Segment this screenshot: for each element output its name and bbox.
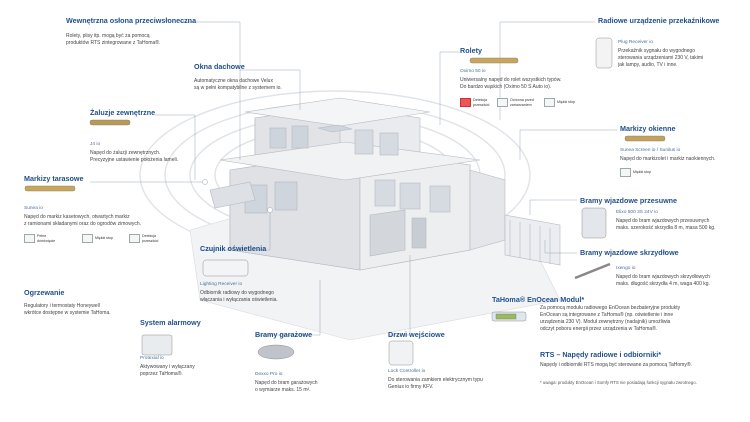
title-bramy-prz: Bramy wjazdowe przesuwne — [580, 196, 678, 205]
desc-zaluzje: Napęd do żaluzji zewnętrznych.Precyzyjne… — [90, 150, 179, 163]
device-thumbnails — [24, 37, 666, 366]
product-radio: Plug Receiver io — [618, 40, 653, 45]
badge-rolety-ochrona: Ochrona przed zamarzaniem — [497, 98, 542, 107]
obstacle-detection-icon — [460, 98, 471, 107]
badge-markizy-okienne-miekki: Miękki stop — [620, 168, 651, 177]
title-okna: Okna dachowe — [194, 62, 245, 71]
desc-rolety: Uniwersalny napęd do rolet wszystkich ty… — [460, 77, 562, 90]
product-markizy-tar: Sunea io — [24, 206, 43, 211]
soft-stop-icon — [82, 234, 93, 243]
title-radio: Radiowe urządzenie przekaźnikowe — [598, 16, 720, 25]
product-garaz: Dexxo Pro io — [255, 372, 283, 377]
badge-rolety-miekki: Miękki stop — [544, 98, 575, 107]
leader-lines — [90, 21, 617, 336]
product-drzwi: Lock Controller io — [388, 369, 426, 374]
product-rolety: Oximo 50 io — [460, 69, 486, 74]
title-rts: RTS – Napędy radiowe i odbiorniki* — [540, 350, 662, 359]
full-closure-icon — [24, 234, 35, 243]
title-markizy-tar: Markizy tarasowe — [24, 174, 84, 183]
desc-enocean: Za pomocą modułu radiowego EnOcean bezba… — [540, 305, 681, 332]
title-markizy-okienne: Markizy okienne — [620, 124, 676, 133]
soft-stop-icon — [544, 98, 555, 107]
desc-markizy-okienne: Napęd do markizolet i markiz naokiennych… — [620, 156, 716, 162]
product-bramy-skrz: Ixengo io — [616, 266, 636, 271]
obstacle-detection-icon — [129, 234, 140, 243]
badge-markizy-tar-pelne: Pełne domknięcie — [24, 234, 61, 243]
title-drzwi: Drzwi wejściowe — [388, 330, 445, 339]
badge-markizy-tar-detekcja: Detekcja przeszkód — [129, 234, 164, 243]
title-enocean: TaHoma® EnOcean Modul* — [492, 295, 585, 304]
title-ogrzewanie: Ogrzewanie — [24, 288, 65, 297]
title-osl: Wewnętrzna osłona przeciwsłoneczna — [66, 16, 197, 25]
badge-rolety-detekcja: Detekcja przeszkód — [460, 98, 495, 107]
product-bramy-prz: Elixo 500 3S 24V io — [616, 210, 658, 215]
title-zaluzje: Żaluzje zewnętrzne — [90, 108, 156, 117]
soft-stop-icon — [620, 168, 631, 177]
desc-markizy-tar: Napęd do markiz kasetowych, otwartych ma… — [24, 214, 141, 227]
product-czujnik: Lighting Receiver io — [200, 282, 243, 287]
product-alarm: Protexial io — [140, 356, 164, 361]
title-czujnik: Czujnik oświetlenia — [200, 244, 267, 253]
footnote: * uwaga: produkty EnOcean i Somfy RTS ni… — [540, 380, 697, 385]
product-zaluzje: J4 io — [90, 142, 101, 147]
badge-markizy-tar-miekki: Miękki stop — [82, 234, 113, 243]
title-rolety: Rolety — [460, 46, 482, 55]
title-alarm: System alarmowy — [140, 318, 201, 327]
title-bramy-skrz: Bramy wjazdowe skrzydłowe — [580, 248, 679, 257]
product-markizy-okienne: Sunea Screen io / Sunilus io — [620, 148, 681, 153]
title-garaz: Bramy garażowe — [255, 330, 313, 339]
desc-rts: Napędy i odbiorniki RTS mogą być sterowa… — [540, 362, 692, 368]
frost-protection-icon — [497, 98, 508, 107]
